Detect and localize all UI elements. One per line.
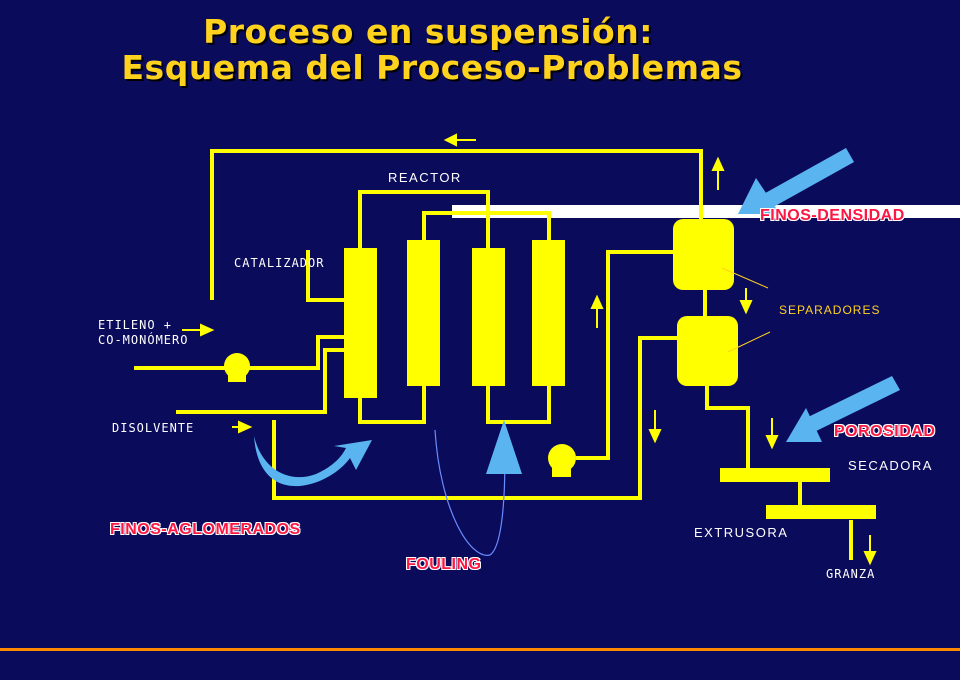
label-catalizador: CATALIZADOR: [234, 256, 325, 270]
reactor-leg-1: [344, 248, 377, 398]
label-etileno: ETILENO + CO-MONÓMERO: [98, 318, 189, 347]
problem-arrow-fouling-icon: [486, 420, 522, 474]
flow-arrow-down-icon: [648, 410, 662, 444]
flow-arrow-left-icon: [443, 133, 476, 147]
pump-recycle: [548, 444, 576, 477]
flow-arrow-up-icon: [590, 294, 604, 328]
problem-porosidad: POROSIDAD: [834, 423, 936, 440]
reactor-leg-4: [532, 240, 565, 386]
flow-arrow-down-icon: [863, 535, 877, 566]
flow-arrow-down-icon: [739, 288, 753, 315]
flow-arrow-right-icon: [182, 323, 215, 337]
label-secadora: SECADORA: [848, 458, 933, 473]
fouling-loop: [434, 429, 506, 556]
reactor-leg-3: [472, 248, 505, 386]
flow-arrow-down-icon: [765, 418, 779, 450]
white-line: [452, 205, 960, 218]
problem-finos-densidad: FINOS-DENSIDAD: [760, 207, 905, 224]
label-extrusora: EXTRUSORA: [694, 525, 789, 540]
dryer: [720, 468, 830, 482]
problem-arrow-porosidad-icon: [786, 376, 900, 442]
bottom-accent-line: [0, 648, 960, 651]
label-disolvente: DISOLVENTE: [112, 421, 195, 435]
problem-arrows: [254, 148, 900, 487]
flow-arrow-up-icon: [711, 156, 725, 190]
problem-finos-aglomerados: FINOS-AGLOMERADOS: [110, 521, 301, 538]
label-reactor: REACTOR: [388, 170, 462, 185]
separator-1: [673, 219, 734, 290]
problem-arrow-finos-densidad-icon: [738, 148, 854, 214]
extruder: [766, 505, 876, 519]
title-line-1: Proceso en suspensión:: [203, 12, 653, 51]
label-granza: GRANZA: [826, 567, 876, 581]
pump-ethylene: [224, 353, 250, 382]
reactor-leg-2: [407, 240, 440, 386]
label-separadores: SEPARADORES: [779, 303, 881, 317]
title-line-2: Esquema del Proceso-Problemas: [121, 48, 743, 87]
flow-arrow-right-icon: [232, 420, 253, 434]
separator-2: [677, 316, 738, 386]
separator-pointers: [721, 267, 771, 353]
flow-arrows: [182, 133, 877, 566]
problem-fouling: FOULING: [406, 556, 482, 573]
problem-arrow-finos-aglomerados-icon: [254, 436, 372, 487]
